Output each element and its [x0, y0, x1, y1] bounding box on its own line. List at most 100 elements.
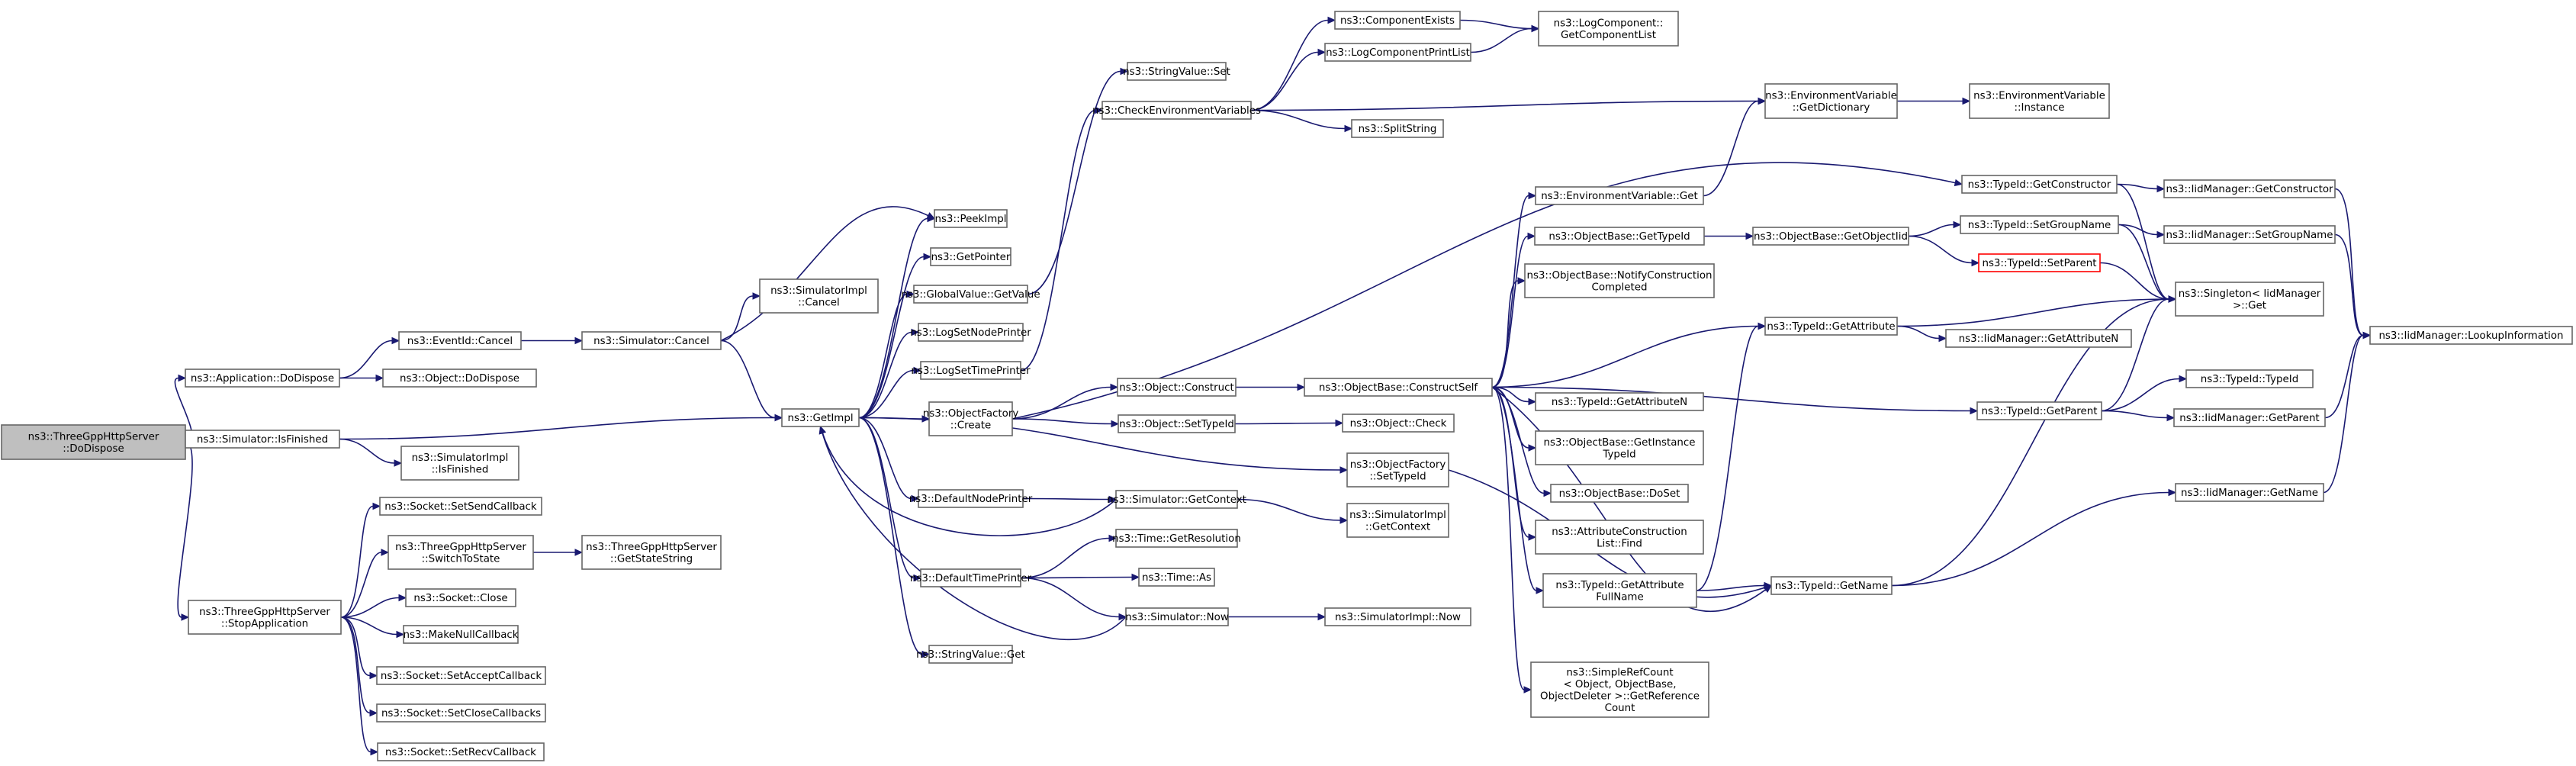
- node-root[interactable]: ns3::ThreeGppHttpServer::DoDispose: [1, 424, 186, 460]
- node-logSetTime[interactable]: ns3::LogSetTimePrinter: [911, 361, 1031, 380]
- node-simNow[interactable]: ns3::Simulator::Now: [1125, 607, 1229, 626]
- node-sockSetAccept[interactable]: ns3::Socket::SetAcceptCallback: [376, 666, 546, 685]
- edge-getImpl-to-gvGetValue: [858, 293, 908, 419]
- edge-arrowhead: [2168, 488, 2177, 497]
- node-envGetDict[interactable]: ns3::EnvironmentVariable::GetDictionary: [1764, 83, 1898, 119]
- node-box: [1764, 83, 1898, 119]
- node-box: [1346, 503, 1449, 538]
- node-timeGetRes[interactable]: ns3::Time::GetResolution: [1112, 529, 1241, 548]
- node-switchToState[interactable]: ns3::ThreeGppHttpServer::SwitchToState: [388, 535, 534, 570]
- node-sockSetRecv[interactable]: ns3::Socket::SetRecvCallback: [377, 742, 545, 761]
- edge-arrowhead: [391, 336, 400, 345]
- node-envGet[interactable]: ns3::EnvironmentVariable::Get: [1535, 186, 1704, 205]
- node-tidGetAttr[interactable]: ns3::TypeId::GetAttribute: [1764, 317, 1898, 336]
- node-label: ns3::TypeId::GetAttribute: [1767, 321, 1895, 333]
- node-logCompPrint[interactable]: ns3::LogComponentPrintList: [1324, 43, 1471, 62]
- node-box: [1976, 401, 2102, 420]
- edge-defTimePrinter-to-simNow: [1020, 577, 1120, 618]
- node-sockSetClose[interactable]: ns3::Socket::SetCloseCallbacks: [376, 703, 546, 723]
- node-checkEnv[interactable]: ns3::CheckEnvironmentVariables: [1092, 101, 1261, 120]
- edge-arrowhead: [1528, 533, 1537, 541]
- node-svSet[interactable]: ns3::StringValue::Set: [1123, 62, 1230, 81]
- node-tidGetCtor[interactable]: ns3::TypeId::GetConstructor: [1961, 175, 2118, 194]
- node-splitString[interactable]: ns3::SplitString: [1351, 119, 1444, 138]
- edge-arrowhead: [369, 709, 378, 717]
- node-envInstance[interactable]: ns3::EnvironmentVariable::Instance: [1969, 83, 2110, 119]
- node-getImpl[interactable]: ns3::GetImpl: [781, 408, 860, 427]
- edge-arrowhead: [574, 549, 584, 556]
- node-simIsFinished[interactable]: ns3::Simulator::IsFinished: [185, 430, 340, 449]
- node-ofCreate[interactable]: ns3::ObjectFactory::Create: [923, 401, 1019, 436]
- node-defNodePrinter[interactable]: ns3::DefaultNodePrinter: [909, 489, 1033, 508]
- node-tidTypeId[interactable]: ns3::TypeId::TypeId: [2185, 369, 2314, 388]
- node-simImplNow[interactable]: ns3::SimulatorImpl::Now: [1324, 607, 1471, 626]
- node-compExists[interactable]: ns3::ComponentExists: [1334, 11, 1461, 30]
- node-stopApp[interactable]: ns3::ThreeGppHttpServer::StopApplication: [188, 600, 342, 635]
- node-tidGetParent[interactable]: ns3::TypeId::GetParent: [1976, 401, 2102, 420]
- node-sockClose[interactable]: ns3::Socket::Close: [405, 588, 516, 607]
- node-ofSetTypeId[interactable]: ns3::ObjectFactory::SetTypeId: [1346, 452, 1449, 488]
- node-eventCancel[interactable]: ns3::EventId::Cancel: [398, 331, 522, 350]
- node-getPointer[interactable]: ns3::GetPointer: [930, 247, 1011, 266]
- node-box: [185, 369, 340, 388]
- edge-arrowhead: [1745, 232, 1754, 240]
- node-timeAs[interactable]: ns3::Time::As: [1138, 568, 1215, 587]
- node-iidGetCtor[interactable]: ns3::IidManager::GetConstructor: [2163, 179, 2336, 198]
- node-tidGetName[interactable]: ns3::TypeId::GetName: [1770, 576, 1893, 595]
- node-label: ns3::Simulator::GetContext: [1107, 494, 1246, 506]
- node-simCancel[interactable]: ns3::Simulator::Cancel: [581, 331, 722, 350]
- node-srcGetRef[interactable]: ns3::SimpleRefCount< Object, ObjectBase,…: [1530, 661, 1709, 718]
- edge-arrowhead: [370, 748, 379, 756]
- node-label: ns3::AttributeConstruction: [1552, 526, 1687, 538]
- node-objConstruct[interactable]: ns3::Object::Construct: [1117, 378, 1237, 397]
- node-objCheck[interactable]: ns3::Object::Check: [1342, 414, 1455, 433]
- node-label: ns3::LogSetNodePrinter: [910, 327, 1031, 339]
- node-iidLookup[interactable]: ns3::IidManager::LookupInformation: [2369, 326, 2573, 345]
- node-logSetNode[interactable]: ns3::LogSetNodePrinter: [910, 323, 1031, 342]
- node-iidGetAttrN[interactable]: ns3::IidManager::GetAttributeN: [1945, 329, 2132, 348]
- node-label: < Object, ObjectBase,: [1563, 679, 1676, 690]
- node-label: ns3::Simulator::IsFinished: [197, 434, 328, 446]
- node-peekImpl[interactable]: ns3::PeekImpl: [934, 209, 1008, 228]
- node-label: TypeId: [1602, 449, 1635, 460]
- node-iidSetGroup[interactable]: ns3::IidManager::SetGroupName: [2163, 225, 2336, 244]
- node-getCompList[interactable]: ns3::LogComponent::GetComponentList: [1538, 11, 1679, 47]
- node-obDoSet[interactable]: ns3::ObjectBase::DoSet: [1550, 484, 1689, 503]
- node-iidGetParent[interactable]: ns3::IidManager::GetParent: [2173, 408, 2326, 427]
- node-simImplCancel[interactable]: ns3::SimulatorImpl::Cancel: [759, 278, 879, 314]
- node-label: ns3::Socket::SetCloseCallbacks: [381, 708, 541, 719]
- node-tidSetGroup[interactable]: ns3::TypeId::SetGroupName: [1960, 215, 2119, 234]
- node-tidGetAttrN[interactable]: ns3::TypeId::GetAttributeN: [1535, 392, 1704, 411]
- node-label: ns3::Time::As: [1142, 572, 1211, 584]
- node-obConstructSelf[interactable]: ns3::ObjectBase::ConstructSelf: [1304, 378, 1493, 397]
- node-iidGetName[interactable]: ns3::IidManager::GetName: [2175, 483, 2324, 502]
- node-gvGetValue[interactable]: ns3::GlobalValue::GetValue: [901, 285, 1040, 304]
- node-box: [1530, 661, 1709, 718]
- node-getStateString[interactable]: ns3::ThreeGppHttpServer::GetStateString: [581, 535, 722, 570]
- node-obGetObjectTid[interactable]: ns3::ObjectBase::GetObjectIid: [1752, 227, 1909, 246]
- node-appDoDispose[interactable]: ns3::Application::DoDispose: [185, 369, 340, 388]
- edge-stopApp-to-switchToState: [340, 552, 382, 618]
- node-svGet[interactable]: ns3::StringValue::Get: [916, 645, 1025, 664]
- node-objDoDispose[interactable]: ns3::Object::DoDispose: [382, 369, 537, 388]
- node-objSetTypeId[interactable]: ns3::Object::SetTypeId: [1118, 414, 1236, 433]
- node-sockSetSend[interactable]: ns3::Socket::SetSendCallback: [379, 497, 542, 516]
- node-obGetTypeId[interactable]: ns3::ObjectBase::GetTypeId: [1534, 227, 1705, 246]
- edge-arrowhead: [1528, 444, 1537, 452]
- node-label: ns3::ObjectBase::ConstructSelf: [1319, 382, 1478, 394]
- node-simImplIsFinished[interactable]: ns3::SimulatorImpl::IsFinished: [400, 446, 519, 481]
- node-makeNull[interactable]: ns3::MakeNullCallback: [403, 625, 519, 644]
- node-singletonGet[interactable]: ns3::Singleton< IidManager>::Get: [2175, 282, 2324, 317]
- edge-checkEnv-to-splitString: [1250, 109, 1346, 130]
- node-tidSetParent[interactable]: ns3::TypeId::SetParent: [1978, 253, 2101, 272]
- edge-stopApp-to-sockSetClose: [340, 616, 371, 714]
- node-defTimePrinter[interactable]: ns3::DefaultTimePrinter: [910, 568, 1032, 587]
- node-obNotify[interactable]: ns3::ObjectBase::NotifyConstructionCompl…: [1524, 263, 1715, 298]
- edge-iidGetParent-to-iidLookup: [2324, 334, 2364, 419]
- node-simImplGetContext[interactable]: ns3::SimulatorImpl::GetContext: [1346, 503, 1449, 538]
- edge-obConstructSelf-to-obNotify: [1491, 280, 1519, 388]
- node-simGetContext[interactable]: ns3::Simulator::GetContext: [1107, 490, 1246, 509]
